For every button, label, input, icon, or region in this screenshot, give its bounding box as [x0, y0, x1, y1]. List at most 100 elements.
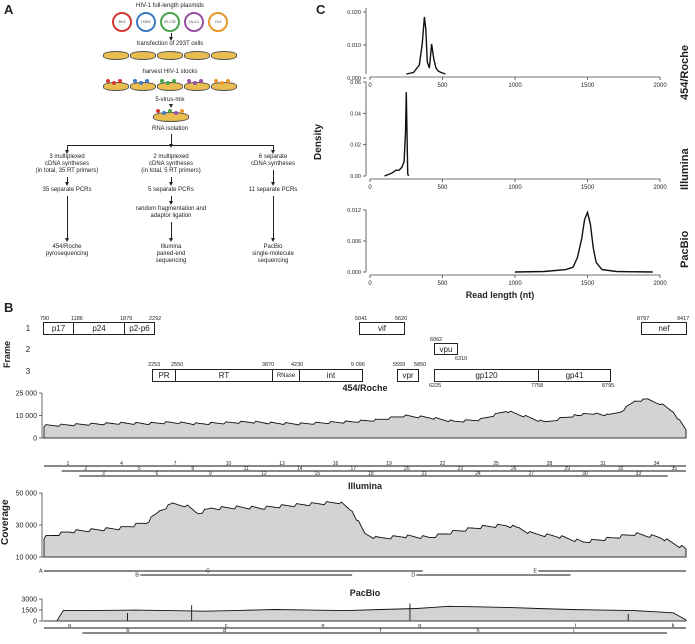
plasmid-nl4-3: NL4-3	[184, 12, 204, 32]
c-xtick-label: 1000	[508, 83, 522, 89]
c-ytick-label: 0.020	[347, 10, 361, 16]
c-ytick-label: 0.010	[347, 43, 361, 49]
amplicon-454-label: 28	[547, 461, 553, 467]
amplicon-454-label: 27	[529, 471, 535, 477]
virus-particle	[199, 79, 203, 83]
virus-particle	[118, 79, 122, 83]
c-xtick-label: 1500	[581, 83, 595, 89]
amplicon-pacbio-label: j	[572, 628, 574, 634]
pos-8795: 8795	[602, 383, 615, 389]
culture-dish	[184, 82, 210, 91]
amplicon-454-label: 5	[138, 466, 141, 472]
amplicon-454-label: 23	[457, 466, 463, 472]
amplicon-454-label: 1	[67, 461, 70, 467]
amplicon-454-label: 12	[261, 471, 267, 477]
amplicon-pacbio-label: a	[68, 623, 72, 629]
track-title-2: PacBio	[350, 588, 381, 598]
culture-dish	[211, 82, 237, 91]
virus-particle	[172, 79, 176, 83]
gene-gp41: gp41	[538, 369, 611, 382]
plasmid-hxb2: HXB2	[136, 12, 156, 32]
amplicon-454-label: 35	[671, 466, 677, 472]
col2-synth: 2 multiplexed cDNA syntheses (in total, …	[141, 154, 201, 174]
amplicon-illumina-label: A	[39, 569, 43, 575]
amplicon-454-label: 6	[155, 471, 158, 477]
density-curve-2	[514, 210, 653, 273]
c-ytick-label: 0.06	[350, 80, 361, 86]
amplicon-454-label: 15	[315, 471, 321, 477]
virus-particle	[139, 81, 143, 85]
amplicon-454-label: 8	[191, 466, 194, 472]
c-xtick-label: 1000	[508, 185, 522, 191]
amplicon-pacbio-label: h	[477, 628, 480, 634]
b-ytick-label: 0	[33, 619, 37, 626]
amplicon-454-label: 16	[333, 461, 339, 467]
c-ytick-label: 0.012	[347, 208, 361, 214]
amplicon-454-label: 30	[582, 471, 588, 477]
step-mix: 5-virus-mix	[155, 97, 185, 103]
plasmid-yu2: YU2	[208, 12, 228, 32]
pos-5041: 5041	[355, 316, 368, 322]
virus-particle	[187, 79, 191, 83]
amplicon-454-label: 2	[84, 466, 87, 472]
pos-6225: 6225	[429, 383, 442, 389]
amplicon-454-label: 21	[422, 471, 428, 477]
amplicon-454-label: 25	[493, 461, 499, 467]
amplicon-illumina-label: B	[135, 573, 139, 579]
c-ytick-label: 0.006	[347, 239, 361, 245]
pos-5620: 5620	[395, 316, 408, 322]
gene-RT: RT	[175, 369, 273, 382]
b-ytick-label: 1500	[21, 608, 37, 615]
frame-1: 1	[25, 324, 31, 333]
amplicon-pacbio-label: b	[126, 628, 129, 634]
amplicon-illumina-label: D	[411, 573, 415, 579]
virus-particle	[133, 79, 137, 83]
amplicon-454-label: 24	[475, 471, 481, 477]
frame-2: 2	[25, 345, 31, 354]
gene-p2-p6: p2-p6	[124, 322, 155, 335]
col3-synth: 6 separate cDNA syntheses	[250, 154, 296, 167]
pos-790: 790	[40, 316, 50, 322]
virus-particle	[160, 79, 164, 83]
pos-6062: 6062	[430, 337, 443, 343]
c-xtick-label: 500	[437, 281, 448, 287]
amplicon-454-label: 33	[636, 471, 642, 477]
amplicon-454-label: 26	[511, 466, 517, 472]
b-ytick-label: 30 000	[16, 523, 38, 530]
virus-particle	[168, 109, 172, 113]
arrow-right-top	[271, 145, 275, 154]
virus-particle	[156, 109, 160, 113]
plasmid-89.6: 89.6	[112, 12, 132, 32]
coverage-area-2	[44, 605, 687, 622]
b-ytick-label: 10 000	[16, 555, 38, 562]
c-xtick-label: 500	[437, 83, 448, 89]
culture-dish	[184, 51, 210, 60]
amplicon-illumina-label: E	[533, 569, 537, 575]
amplicon-454-label: 32	[618, 466, 624, 472]
c-xtick-label: 0	[368, 185, 372, 191]
amplicon-454-label: 17	[350, 466, 356, 472]
c-ytick-label: 0.000	[347, 76, 361, 82]
gene-nef: nef	[641, 322, 687, 335]
amplicon-pacbio-label: d	[223, 628, 226, 634]
arrow-center-top	[169, 134, 173, 148]
amplicon-pacbio-label: f	[380, 628, 382, 634]
c-ytick-label: 0.02	[350, 143, 361, 149]
plasmid-jr-csf: JR-CSF	[160, 12, 180, 32]
virus-particle	[145, 79, 149, 83]
col3-final: PacBio single-molecule sequencing	[252, 244, 294, 264]
c-xtick-label: 1500	[581, 185, 595, 191]
b-ytick-label: 0	[33, 436, 37, 443]
col1-pcr: 35 separate PCRs	[42, 187, 92, 193]
read-length-label: Read length (nt)	[465, 290, 535, 300]
amplicon-454-label: 20	[404, 466, 410, 472]
amplicon-454-label: 31	[600, 461, 606, 467]
pos-5850: 5850	[414, 362, 427, 368]
virus-particle	[166, 81, 170, 85]
virus-particle	[174, 111, 178, 115]
density-curve-0	[406, 16, 446, 75]
amplicon-pacbio-label: g	[418, 623, 421, 629]
amplicon-454-label: 4	[120, 461, 123, 467]
arrow-c3-b	[271, 196, 275, 242]
culture-dish	[211, 51, 237, 60]
